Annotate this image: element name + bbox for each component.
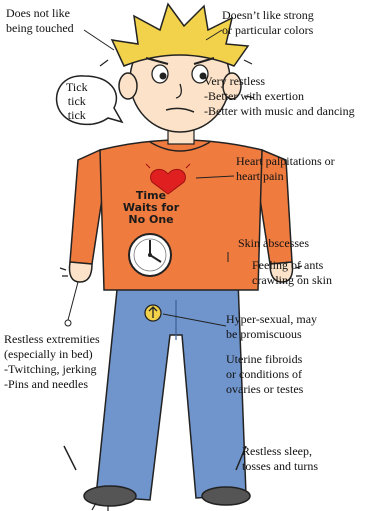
- label-line: -Better with exertion: [204, 89, 355, 104]
- label-line: ovaries or testes: [226, 382, 303, 397]
- label-extremities: Restless extremities (especially in bed)…: [4, 332, 100, 392]
- shirt-slogan: Time Waits for No One: [114, 190, 188, 226]
- label-line: heart pain: [236, 169, 335, 184]
- label-line: -Pins and needles: [4, 377, 100, 392]
- label-sleep: Restless sleep, tosses and turns: [242, 444, 318, 474]
- label-touch: Does not like being touched: [6, 6, 74, 36]
- shirt-slogan-line: No One: [114, 214, 188, 226]
- label-line: -Better with music and dancing: [204, 104, 355, 119]
- label-line: being touched: [6, 21, 74, 36]
- label-line: Very restless: [204, 74, 355, 89]
- bubble-line: tick: [66, 108, 88, 122]
- label-line: -Twitching, jerking: [4, 362, 100, 377]
- label-line: (especially in bed): [4, 347, 100, 362]
- label-line: Skin abscesses: [238, 236, 309, 251]
- label-line: crawling on skin: [252, 273, 332, 288]
- label-colors: Doesn’t like strong or particular colors: [222, 8, 314, 38]
- label-line: Restless extremities: [4, 332, 100, 347]
- label-line: be promiscuous: [226, 327, 317, 342]
- label-line: Heart palpitations or: [236, 154, 335, 169]
- speech-bubble-text: Tick tick tick: [66, 80, 88, 122]
- bubble-line: Tick: [66, 80, 88, 94]
- pelvic-marker-icon: [145, 305, 161, 321]
- label-skin: Skin abscesses: [238, 236, 309, 251]
- label-uterine: Uterine fibroids or conditions of ovarie…: [226, 352, 303, 397]
- label-line: Uterine fibroids: [226, 352, 303, 367]
- label-line: Feeling of ants: [252, 258, 332, 273]
- label-line: Restless sleep,: [242, 444, 318, 459]
- label-heart: Heart palpitations or heart pain: [236, 154, 335, 184]
- label-hypersexual: Hyper-sexual, may be promiscuous: [226, 312, 317, 342]
- left-hand: [69, 262, 92, 282]
- jeans: [96, 280, 246, 500]
- label-line: Doesn’t like strong: [222, 8, 314, 23]
- right-shoe: [202, 487, 250, 505]
- label-line: Does not like: [6, 6, 74, 21]
- label-line: Hyper-sexual, may: [226, 312, 317, 327]
- label-ants: Feeling of ants crawling on skin: [252, 258, 332, 288]
- left-shoe: [84, 486, 136, 506]
- label-line: or particular colors: [222, 23, 314, 38]
- label-line: or conditions of: [226, 367, 303, 382]
- label-line: tosses and turns: [242, 459, 318, 474]
- label-restless: Very restless -Better with exertion -Bet…: [204, 74, 355, 119]
- bubble-line: tick: [66, 94, 88, 108]
- clock-icon: [129, 234, 171, 276]
